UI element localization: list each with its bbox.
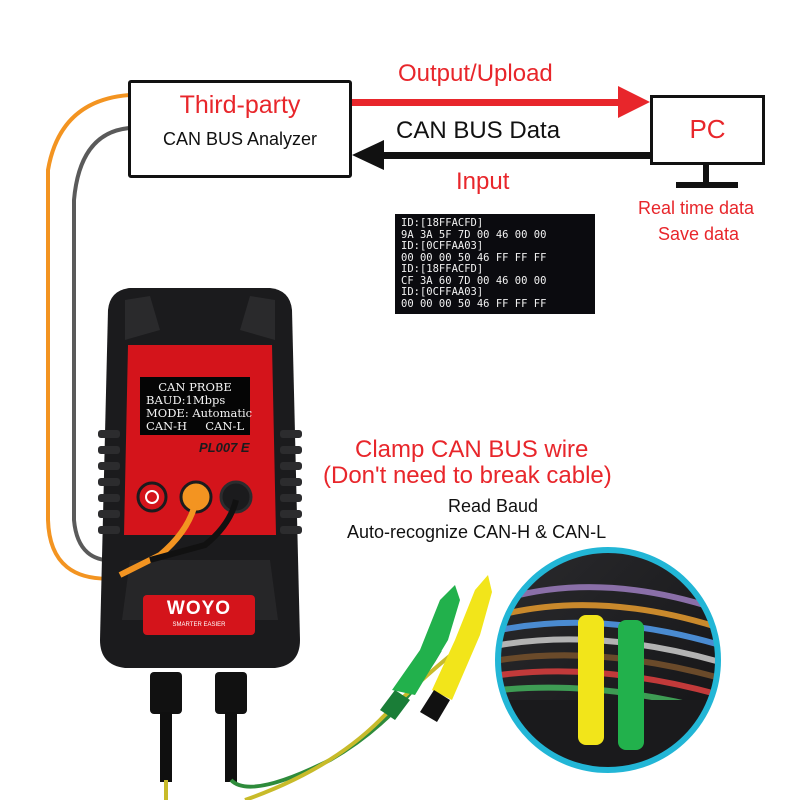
pc-monitor: PC (650, 95, 765, 165)
input-label: Input (456, 168, 510, 195)
input-arrow (352, 140, 650, 170)
can-data-line: ID:[0CFFAA03] (401, 240, 484, 252)
device-baud: BAUD:1Mbps (146, 393, 226, 407)
device-screen-title: CAN PROBE (158, 380, 232, 394)
brand-logo: WOYO (166, 598, 232, 619)
device-can-l: CAN-L (205, 419, 244, 433)
clamp-title: Clamp CAN BUS wire (355, 436, 589, 463)
clamp-feature-baud: Read Baud (448, 496, 539, 516)
can-data-screen: ID:[18FFACFD] 9A 3A 5F 7D 00 46 00 00 ID… (395, 214, 595, 314)
device-model: PL007 E (199, 440, 250, 455)
yellow-lead-2 (244, 638, 472, 800)
yellow-alligator-clip (420, 575, 492, 722)
brand-slogan: SMARTER EASIER (172, 622, 226, 628)
clamp-photo (498, 550, 718, 770)
can-data-line: CF 3A 60 7D 00 46 00 00 (401, 274, 547, 287)
clamp-feature-recognize: Auto-recognize CAN-H & CAN-L (347, 522, 607, 542)
orange-cable (46, 93, 186, 581)
green-alligator-clip (380, 585, 460, 720)
pc-feature-realtime: Real time data (638, 198, 755, 218)
can-data-line: 00 00 00 50 46 FF FF FF (401, 297, 547, 310)
device-can-h: CAN-H (146, 419, 188, 433)
can-data-line: ID:[0CFFAA03] (401, 286, 484, 298)
can-data-line: 00 00 00 50 46 FF FF FF (401, 251, 547, 264)
photo-frame (495, 547, 721, 773)
output-upload-label: Output/Upload (398, 60, 553, 87)
probe-device (98, 288, 302, 782)
can-data-line: ID:[18FFACFD] (401, 263, 484, 275)
can-data-line: 9A 3A 5F 7D 00 46 00 00 (401, 228, 547, 241)
grey-cable (72, 126, 231, 563)
can-data-line: ID:[18FFACFD] (401, 217, 484, 229)
device-mode: MODE: Automatic (146, 406, 253, 420)
device-screen: CAN PROBE BAUD:1Mbps MODE: Automatic CAN… (140, 377, 253, 435)
pc-feature-save: Save data (658, 224, 740, 244)
pc-label: PC (689, 114, 726, 144)
monitor-stand (676, 163, 738, 188)
analyzer-title: Third-party (179, 91, 301, 119)
analyzer-box: Third-party CAN BUS Analyzer (128, 80, 352, 178)
can-bus-data-label: CAN BUS Data (396, 117, 561, 144)
output-arrow (350, 86, 650, 118)
clamp-subtitle: (Don't need to break cable) (323, 462, 612, 489)
black-clip-lead (149, 499, 239, 563)
analyzer-subtitle: CAN BUS Analyzer (162, 129, 318, 149)
